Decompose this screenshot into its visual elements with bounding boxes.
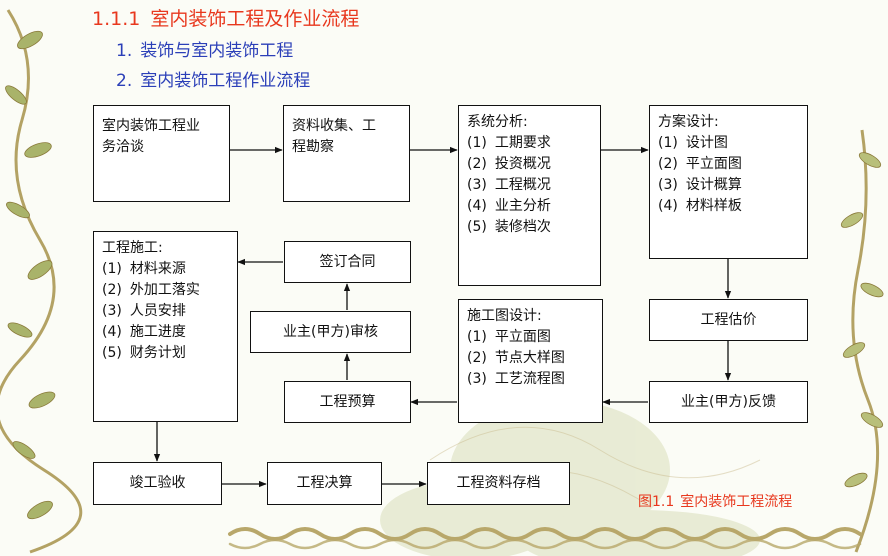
node-construction-drawing-heading: 施工图设计: [467,308,542,324]
item-number: (2) [658,156,678,172]
bottom-wave-decor [228,527,862,550]
item-text: 业主分析 [494,198,551,214]
subtitle-2-number: 2. [116,71,133,91]
figure-caption: 图1.1 室内装饰工程流程 [638,491,792,511]
section-title: 1.1.1 室内装饰工程及作业流程 [92,4,359,31]
node-analysis: 系统分析: (1) 工期要求 (2) 投资概况 (3) 工程概况 (4) 业主分析 (5… [458,105,601,286]
node-survey: 资料收集、工 程勘察 [283,105,410,202]
node-scheme-item: (2) 平立面图 [658,154,799,175]
node-review: 业主(甲方)审核 [250,311,411,353]
node-analysis-item: (3) 工程概况 [467,175,592,196]
item-number: (4) [467,198,487,214]
section-number: 1.1.1 [92,8,141,30]
node-construction-heading: 工程施工: [102,240,163,256]
item-text: 工程概况 [494,177,551,193]
item-number: (3) [658,177,678,193]
node-settlement: 工程决算 [267,462,382,505]
left-vine-decor [0,9,83,554]
subtitle-1-number: 1. [116,41,133,61]
node-construction-drawing-item: (1) 平立面图 [467,327,594,348]
item-number: (1) [102,261,122,277]
item-text: 材料来源 [129,261,186,277]
item-text: 平立面图 [685,156,742,172]
item-number: (3) [102,303,122,319]
right-vine-decor [840,129,884,553]
node-construction: 工程施工: (1) 材料来源 (2) 外加工落实 (3) 人员安排 (4) 施工进度 (… [93,231,238,422]
node-analysis-item: (1) 工期要求 [467,133,592,154]
node-budget: 工程预算 [284,381,411,423]
node-acceptance-label: 竣工验收 [129,475,186,491]
item-text: 装修档次 [494,219,551,235]
item-number: (3) [467,371,487,387]
node-estimate-label: 工程估价 [700,311,757,328]
item-text: 施工进度 [129,324,186,340]
figure-number: 图1.1 [638,494,675,510]
node-construction-item: (3) 人员安排 [102,301,229,322]
item-text: 工期要求 [494,135,551,151]
node-scheme-item: (4) 材料样板 [658,196,799,217]
node-feedback-label: 业主(甲方)反馈 [681,393,776,410]
node-acceptance: 竣工验收 [93,462,222,505]
figure-caption-text: 室内装饰工程流程 [680,494,793,510]
subtitle-2-text: 室内装饰工程作业流程 [140,71,311,91]
node-negotiation-line-1: 室内装饰工程业 [102,118,200,134]
item-number: (2) [102,282,122,298]
item-text: 节点大样图 [494,350,565,366]
node-construction-item: (5) 财务计划 [102,343,229,364]
item-number: (2) [467,350,487,366]
item-number: (2) [467,156,487,172]
item-number: (4) [658,198,678,214]
node-scheme: 方案设计: (1) 设计图 (2) 平立面图 (3) 设计概算 (4) 材料样板 [649,105,808,259]
item-text: 设计概算 [685,177,742,193]
node-archive: 工程资料存档 [427,462,570,505]
item-text: 外加工落实 [129,282,200,298]
node-contract-label: 签订合同 [319,253,376,270]
node-archive-label: 工程资料存档 [456,475,541,491]
node-analysis-item: (2) 投资概况 [467,154,592,175]
subtitle-1: 1. 装饰与室内装饰工程 [116,36,293,61]
item-text: 人员安排 [129,303,186,319]
node-analysis-item: (4) 业主分析 [467,196,592,217]
item-text: 平立面图 [494,329,551,345]
item-text: 材料样板 [685,198,742,214]
item-number: (1) [658,135,678,151]
node-feedback: 业主(甲方)反馈 [649,381,808,423]
node-scheme-heading: 方案设计: [658,114,719,130]
node-settlement-label: 工程决算 [296,475,353,491]
node-estimate: 工程估价 [649,299,808,341]
node-scheme-item: (1) 设计图 [658,133,799,154]
node-review-label: 业主(甲方)审核 [283,323,378,340]
node-construction-drawing: 施工图设计: (1) 平立面图 (2) 节点大样图 (3) 工艺流程图 [458,299,603,423]
item-text: 投资概况 [494,156,551,172]
node-contract: 签订合同 [284,241,411,283]
item-number: (5) [467,219,487,235]
item-number: (3) [467,177,487,193]
item-number: (4) [102,324,122,340]
item-number: (5) [102,345,122,361]
section-title-text: 室内装饰工程及作业流程 [150,8,360,30]
item-text: 工艺流程图 [494,371,565,387]
item-text: 设计图 [685,135,728,151]
node-construction-drawing-item: (2) 节点大样图 [467,348,594,369]
node-survey-line-2: 程勘察 [292,139,334,155]
node-negotiation-line-2: 务洽谈 [102,139,144,155]
node-scheme-item: (3) 设计概算 [658,175,799,196]
node-analysis-heading: 系统分析: [467,114,528,130]
item-text: 财务计划 [129,345,186,361]
subtitle-1-text: 装饰与室内装饰工程 [140,41,294,61]
node-construction-item: (2) 外加工落实 [102,280,229,301]
subtitle-2: 2. 室内装饰工程作业流程 [116,66,310,91]
node-budget-label: 工程预算 [319,393,376,410]
node-negotiation: 室内装饰工程业 务洽谈 [93,105,230,202]
node-construction-item: (1) 材料来源 [102,259,229,280]
item-number: (1) [467,135,487,151]
node-construction-item: (4) 施工进度 [102,322,229,343]
node-construction-drawing-item: (3) 工艺流程图 [467,369,594,390]
node-analysis-item: (5) 装修档次 [467,217,592,238]
node-survey-line-1: 资料收集、工 [292,118,376,134]
item-number: (1) [467,329,487,345]
